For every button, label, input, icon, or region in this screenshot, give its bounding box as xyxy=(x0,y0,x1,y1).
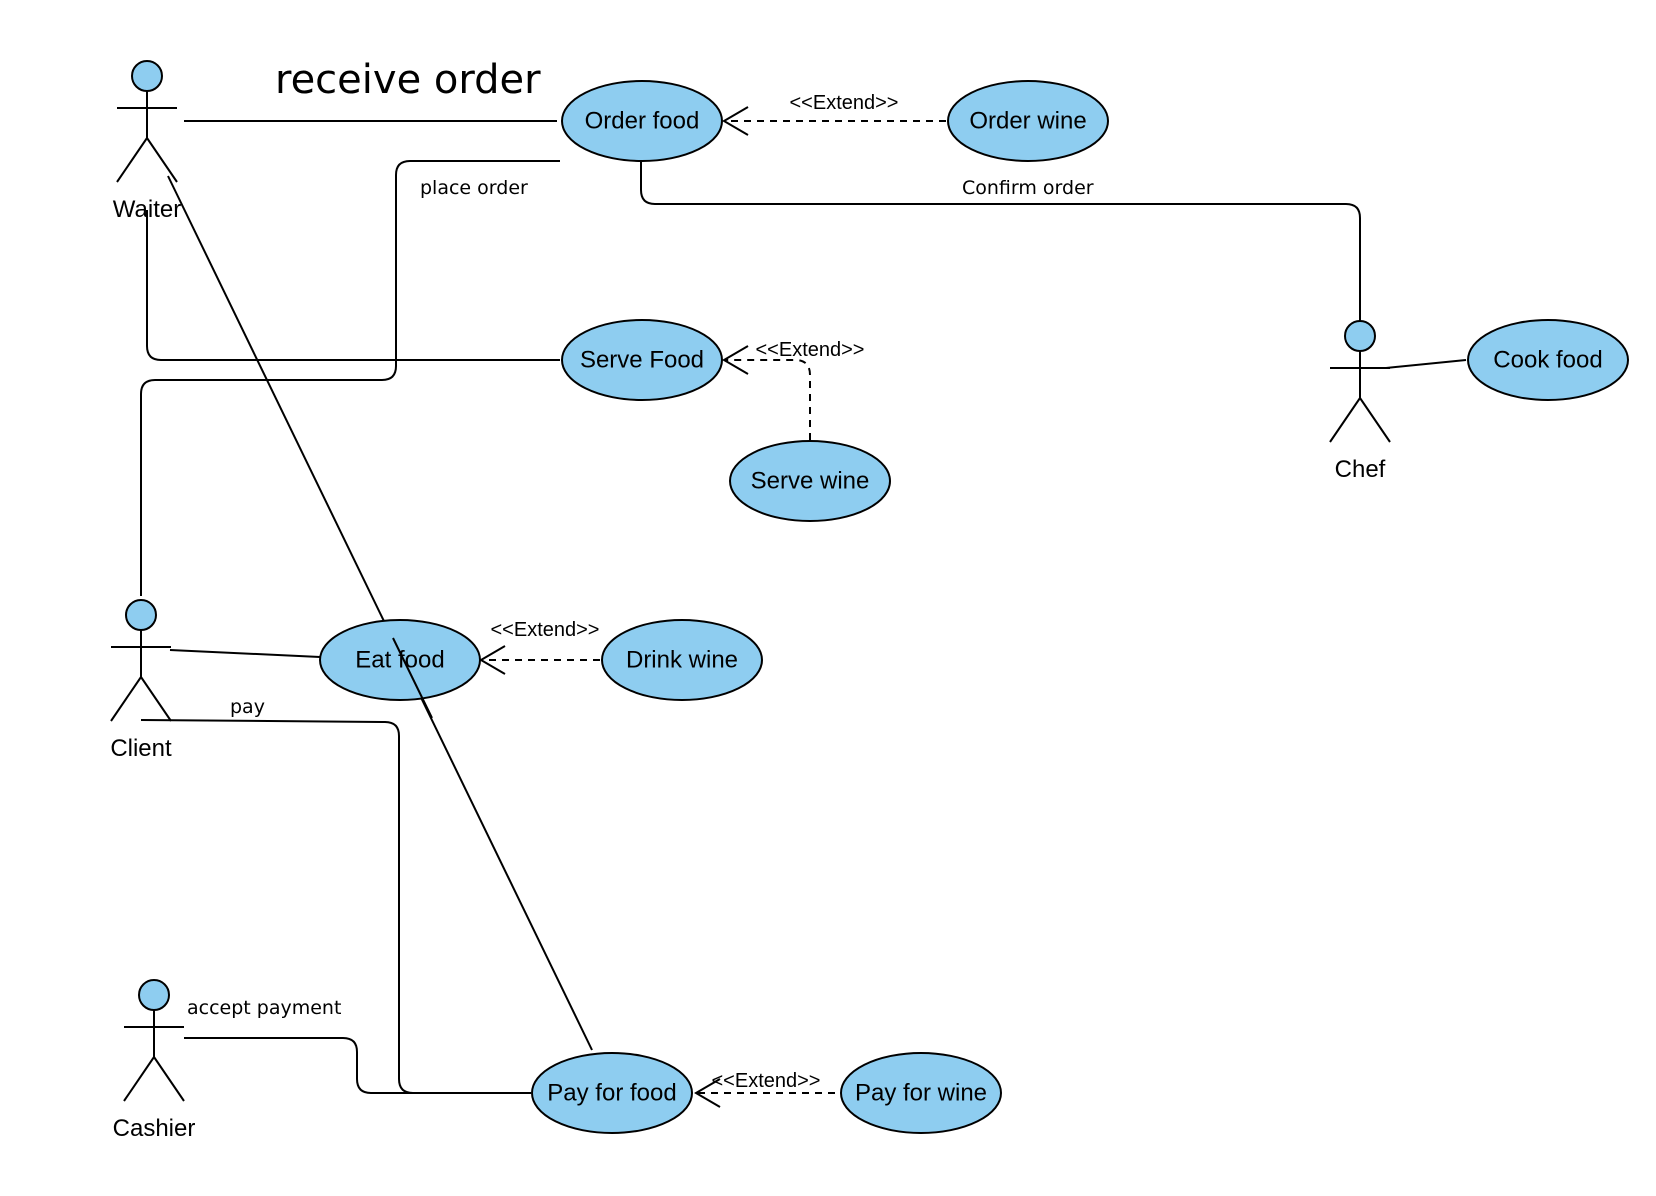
waiter-pay-for-food-association xyxy=(167,175,593,1051)
use-case-label: Pay for food xyxy=(547,1080,676,1107)
cashier-accept-payment-association xyxy=(184,1037,531,1094)
cashier-figure xyxy=(123,1010,185,1102)
serve-wine-extend-dependency xyxy=(724,359,811,440)
use-case-pay-for-food[interactable]: Pay for food xyxy=(531,1052,693,1134)
client-head-icon xyxy=(125,599,157,631)
use-case-label: Order food xyxy=(585,108,700,135)
use-case-order-wine[interactable]: Order wine xyxy=(947,80,1109,162)
client-label: Client xyxy=(110,735,172,762)
use-case-eat-food[interactable]: Eat food xyxy=(319,619,481,701)
use-case-label: Serve wine xyxy=(751,468,870,495)
waiter-pay-for-food-crossing xyxy=(392,637,433,719)
serve-wine-extend-arrowhead xyxy=(722,345,749,375)
confirm-order-association xyxy=(640,161,1361,340)
drink-wine-extend-label: <<Extend>> xyxy=(491,619,600,641)
chef-head-icon xyxy=(1344,320,1376,352)
pay-label: pay xyxy=(230,696,265,718)
actor-chef[interactable]: Chef xyxy=(1329,320,1391,483)
waiter-serve-food-association xyxy=(146,210,560,361)
waiter-figure xyxy=(116,91,178,183)
use-case-pay-for-wine[interactable]: Pay for wine xyxy=(840,1052,1002,1134)
cashier-head-icon xyxy=(138,979,170,1011)
cashier-label: Cashier xyxy=(113,1115,196,1142)
use-case-cook-food[interactable]: Cook food xyxy=(1467,319,1629,401)
pay-for-wine-extend-arrowhead xyxy=(694,1078,721,1108)
use-case-label: Order wine xyxy=(969,108,1086,135)
chef-cook-food-association xyxy=(1385,359,1467,369)
order-wine-extend-arrowhead xyxy=(722,106,749,136)
accept-payment-label: accept payment xyxy=(187,997,341,1019)
client-figure xyxy=(110,630,172,722)
diagram-title: receive order xyxy=(275,57,541,103)
use-case-drink-wine[interactable]: Drink wine xyxy=(601,619,763,701)
place-order-label: place order xyxy=(420,177,528,199)
actor-client[interactable]: Client xyxy=(110,599,172,762)
serve-wine-extend-label: <<Extend>> xyxy=(756,339,865,361)
actor-cashier[interactable]: Cashier xyxy=(113,979,196,1142)
use-case-label: Pay for wine xyxy=(855,1080,987,1107)
use-case-label: Cook food xyxy=(1493,347,1602,374)
use-case-serve-food[interactable]: Serve Food xyxy=(561,319,723,401)
client-eat-food-association xyxy=(169,649,321,658)
client-place-order-association xyxy=(140,160,560,596)
use-case-serve-wine[interactable]: Serve wine xyxy=(729,440,891,522)
use-case-label: Serve Food xyxy=(580,347,704,374)
waiter-head-icon xyxy=(131,60,163,92)
confirm-order-label: Confirm order xyxy=(962,177,1094,199)
chef-figure xyxy=(1329,351,1391,443)
use-case-order-food[interactable]: Order food xyxy=(561,80,723,162)
actor-waiter[interactable]: Waiter xyxy=(113,60,181,223)
order-wine-extend-label: <<Extend>> xyxy=(790,92,899,114)
use-case-label: Drink wine xyxy=(626,647,738,674)
pay-for-wine-extend-label: <<Extend>> xyxy=(712,1070,821,1092)
waiter-label: Waiter xyxy=(113,196,181,223)
chef-label: Chef xyxy=(1335,456,1386,483)
